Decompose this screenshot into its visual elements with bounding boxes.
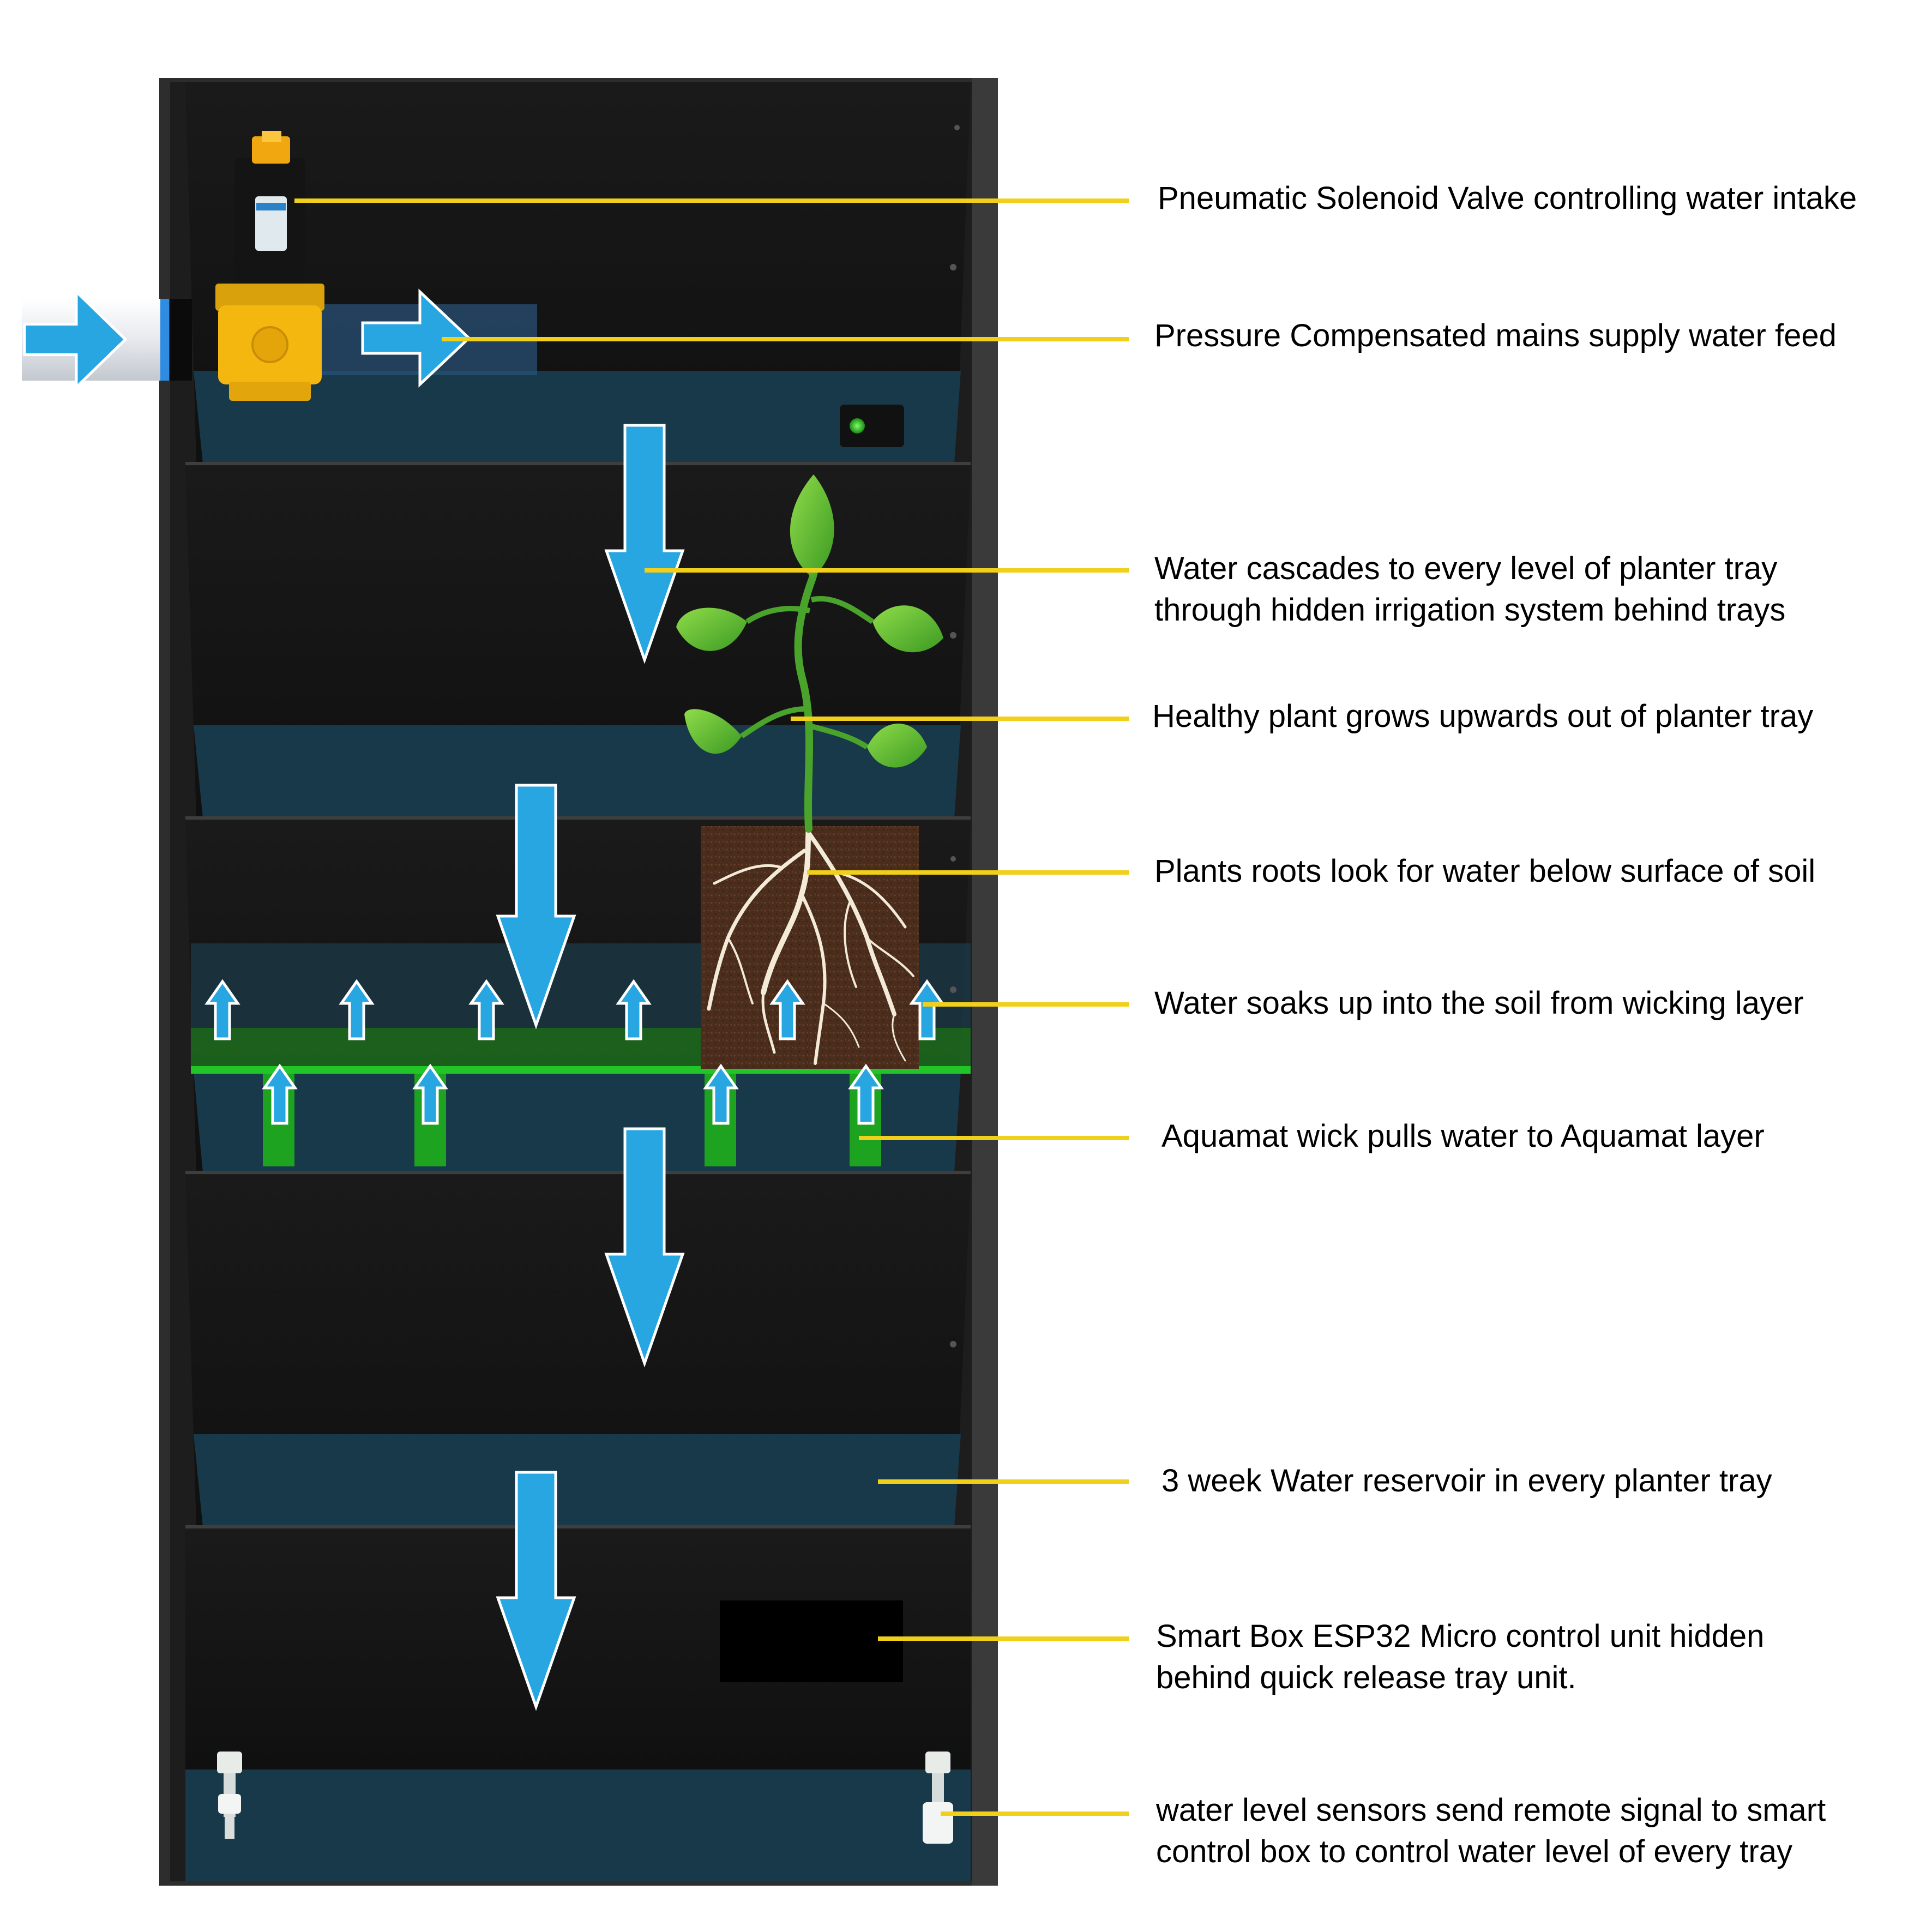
- down-arrow: [496, 1471, 576, 1711]
- roots-icon: [701, 823, 919, 1069]
- label-water-feed: Pressure Compensated mains supply water …: [1154, 315, 1837, 357]
- label-text: water level sensors send remote signal t…: [1156, 1792, 1826, 1828]
- up-arrow: [909, 979, 945, 1040]
- label-text: Water soaks up into the soil from wickin…: [1154, 985, 1804, 1021]
- label-wicking: Water soaks up into the soil from wickin…: [1154, 983, 1804, 1024]
- tray-reservoir: [194, 1434, 961, 1527]
- pipe-stripe: [160, 299, 169, 381]
- up-arrow: [468, 979, 504, 1040]
- label-cascade: Water cascades to every level of planter…: [1154, 548, 1785, 631]
- label-text: behind quick release tray unit.: [1156, 1660, 1576, 1695]
- planter-tray-5: [185, 1530, 971, 1881]
- label-solenoid-valve: Pneumatic Solenoid Valve controlling wat…: [1158, 178, 1857, 219]
- label-sensors: water level sensors send remote signal t…: [1156, 1790, 1826, 1873]
- leaf: [676, 607, 747, 651]
- label-text: Pressure Compensated mains supply water …: [1154, 318, 1837, 353]
- screw-dots: [950, 125, 960, 1347]
- label-healthy-plant: Healthy plant grows upwards out of plant…: [1152, 696, 1813, 737]
- up-arrow: [703, 1063, 739, 1125]
- label-text: Plants roots look for water below surfac…: [1154, 853, 1816, 889]
- tray-reservoir: [194, 371, 961, 464]
- label-text: Smart Box ESP32 Micro control unit hidde…: [1156, 1618, 1765, 1654]
- label-text: Healthy plant grows upwards out of plant…: [1152, 699, 1814, 734]
- label-text: control box to control water level of ev…: [1156, 1834, 1792, 1869]
- float-sensor-icon: [217, 1752, 242, 1839]
- label-roots: Plants roots look for water below surfac…: [1154, 851, 1815, 892]
- label-text: through hidden irrigation system behind …: [1154, 592, 1786, 628]
- down-arrow: [604, 1127, 685, 1368]
- label-text: Water cascades to every level of planter…: [1154, 551, 1778, 586]
- label-reservoir: 3 week Water reservoir in every planter …: [1161, 1460, 1772, 1502]
- tray-face: [185, 1530, 971, 1770]
- label-text: Pneumatic Solenoid Valve controlling wat…: [1158, 180, 1857, 216]
- up-arrow: [339, 979, 375, 1040]
- flow-arrows: [23, 288, 685, 1711]
- pipe-clamp: [170, 299, 192, 381]
- down-arrow: [496, 784, 576, 1030]
- plant-icon: [676, 474, 943, 833]
- up-arrow: [262, 1063, 298, 1125]
- tray-reservoir: [194, 725, 961, 818]
- label-text: Aquamat wick pulls water to Aquamat laye…: [1161, 1118, 1765, 1154]
- smart-box: [720, 1600, 903, 1682]
- label-text: 3 week Water reservoir in every planter …: [1161, 1463, 1772, 1498]
- planter-tray-2: [185, 466, 971, 820]
- planter-tray-4: [185, 1175, 971, 1528]
- leaf: [790, 474, 834, 578]
- tray-reservoir: [194, 1072, 961, 1172]
- power-switch-icon: [840, 405, 904, 447]
- label-smart-box: Smart Box ESP32 Micro control unit hidde…: [1156, 1616, 1764, 1699]
- leaf: [872, 605, 943, 653]
- up-arrow: [204, 979, 240, 1040]
- up-arrow: [616, 979, 652, 1040]
- leaf: [684, 709, 742, 754]
- up-arrow: [769, 979, 805, 1040]
- feed-arrow: [361, 288, 471, 388]
- down-arrow: [604, 424, 685, 664]
- leaf: [867, 723, 927, 768]
- panel-right-edge: [972, 78, 998, 1886]
- feed-arrow: [23, 288, 128, 390]
- tray-reservoir: [185, 1770, 971, 1881]
- leader-lines: [294, 198, 1129, 1816]
- solenoid-valve-icon: [215, 131, 324, 401]
- label-aquamat: Aquamat wick pulls water to Aquamat laye…: [1161, 1116, 1765, 1157]
- wicking-arrows: [204, 979, 945, 1125]
- up-arrow: [412, 1063, 448, 1125]
- up-arrow: [848, 1063, 884, 1125]
